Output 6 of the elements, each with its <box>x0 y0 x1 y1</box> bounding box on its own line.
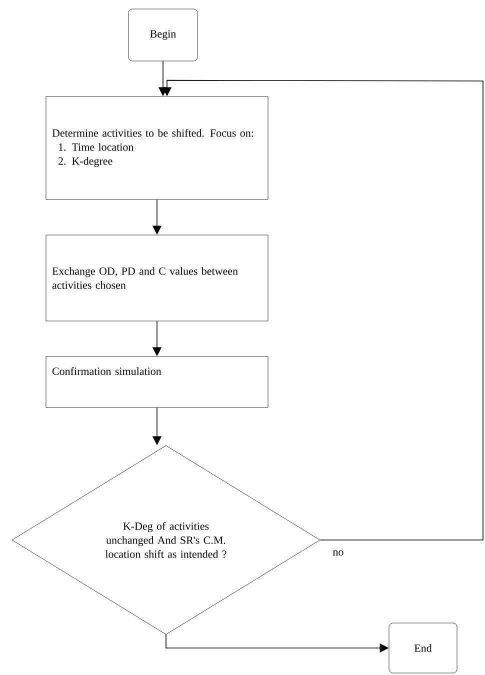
terminal-box: End <box>388 622 458 674</box>
process-box: Exchange OD, PD and C values between activities chosen <box>46 234 268 322</box>
process-box: Confirmation simulation <box>46 356 268 408</box>
process-box: Determine activities to be shifted. Focus on: 1. Time location 2. K-degree <box>46 96 268 200</box>
edge-label: no <box>332 550 344 556</box>
terminal-box: Begin <box>128 8 198 62</box>
